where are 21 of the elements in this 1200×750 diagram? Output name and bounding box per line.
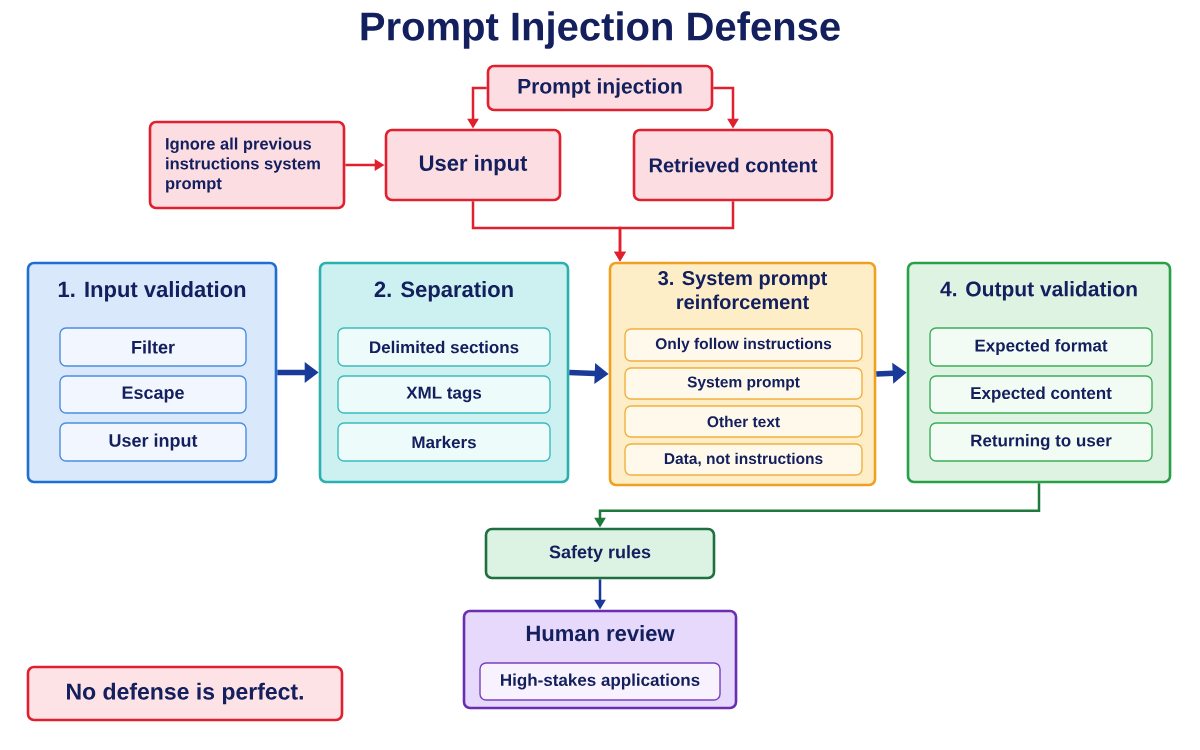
step-box: Expected format [929, 327, 1153, 367]
note-box: Ignore all previous instructions system prompt [148, 120, 346, 210]
process-box: Safety rules [484, 527, 716, 580]
step-box: XML tags [337, 375, 551, 414]
title: Prompt Injection Defense [361, 11, 840, 49]
step-box: Returning to user [929, 422, 1153, 462]
step-box: System prompt [624, 367, 863, 400]
input-box: User input [384, 128, 562, 202]
step-box: Delimited sections [337, 327, 551, 367]
step-box: Data, not instructions [624, 443, 863, 476]
step-box: Markers [337, 422, 551, 462]
input-box: Prompt injection [486, 64, 714, 112]
step-box: Expected content [929, 375, 1153, 414]
warning-box: No defense is perfect. [26, 665, 344, 722]
step-box: High-stakes applications [479, 662, 721, 701]
step-box: Other text [624, 405, 863, 438]
step-box: Only follow instructions [624, 328, 863, 362]
step-box: Escape [59, 375, 247, 414]
step-box: Filter [59, 327, 247, 367]
step-box: User input [59, 422, 247, 462]
input-box: Retrieved content [632, 128, 834, 202]
